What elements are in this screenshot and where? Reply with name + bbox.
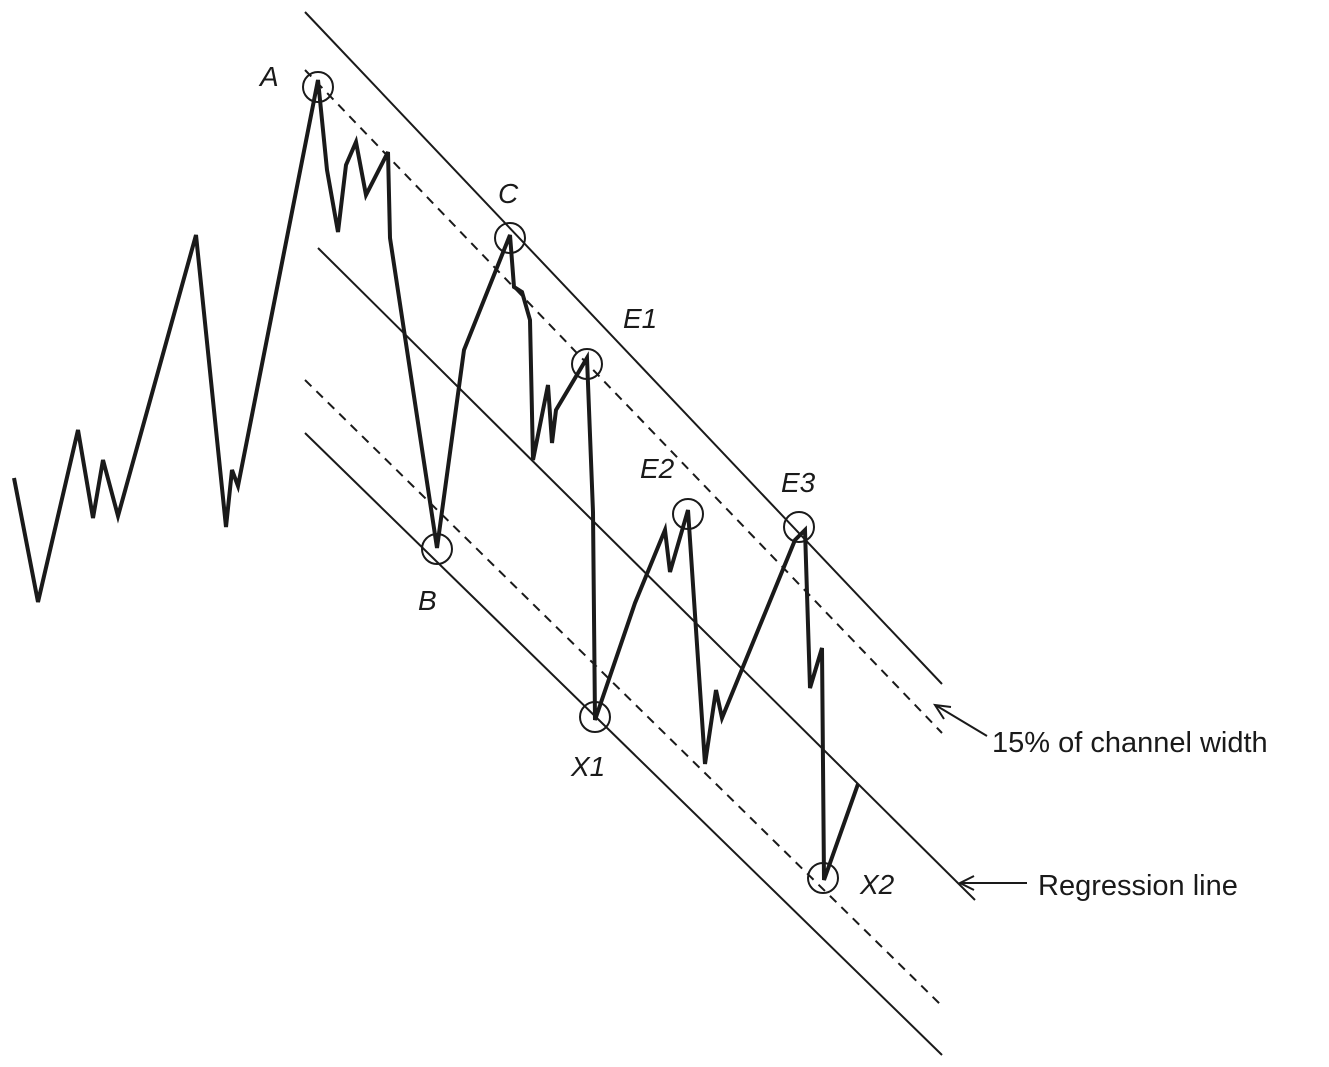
lower-channel-line	[304, 432, 943, 1056]
label-c: C	[498, 178, 519, 209]
marker-e2	[672, 498, 704, 530]
label-b: B	[418, 585, 437, 616]
band-note-arrow	[933, 703, 988, 737]
label-x1: X1	[570, 751, 605, 782]
price-path	[12, 79, 860, 881]
upper-channel-line	[304, 11, 943, 685]
marker-a	[302, 71, 334, 103]
marker-b	[421, 533, 453, 565]
marker-e3	[783, 511, 815, 543]
label-e2: E2	[640, 453, 675, 484]
label-e1: E1	[623, 303, 657, 334]
regression-note-label: Regression line	[1038, 870, 1238, 902]
band-note-label: 15% of channel width	[992, 727, 1268, 759]
marker-x1	[579, 701, 611, 733]
label-e3: E3	[781, 467, 816, 498]
regression-note-arrow	[957, 875, 1027, 891]
marker-x2	[807, 862, 839, 894]
marker-c	[494, 222, 526, 254]
label-a: A	[258, 61, 279, 92]
lower-band-line	[304, 379, 943, 1007]
marker-e1	[571, 348, 603, 380]
label-x2: X2	[859, 869, 895, 900]
